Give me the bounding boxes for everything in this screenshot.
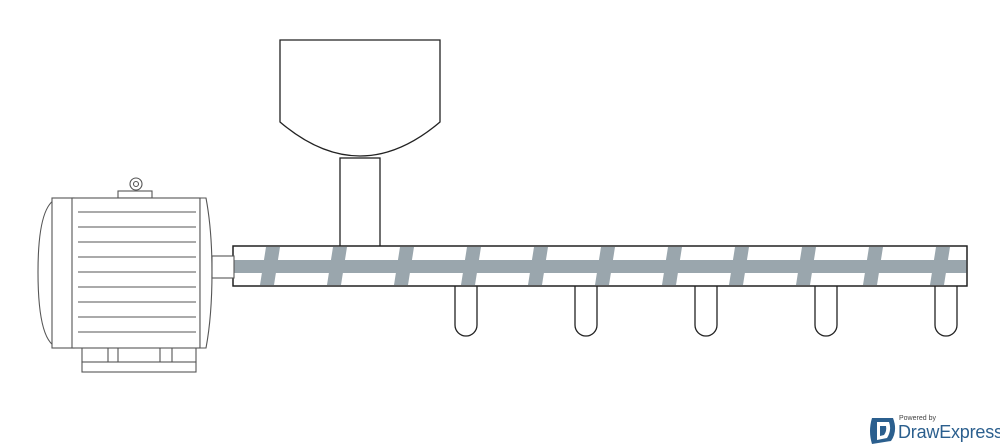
screw-flight (863, 247, 883, 285)
screw-flight (260, 247, 280, 285)
screw-conveyor (232, 245, 968, 287)
screw-flight (327, 247, 347, 285)
discharge-outlet (454, 280, 478, 337)
motor-body (71, 197, 201, 349)
motor-shaft (211, 255, 235, 279)
discharge-outlet (934, 280, 958, 337)
screw-flight (528, 247, 548, 285)
discharge-outlet (694, 280, 718, 337)
hopper (279, 39, 441, 249)
screw-flight (796, 247, 816, 285)
hopper-chute (339, 157, 381, 249)
brand-text: DrawExpress (898, 422, 1000, 442)
discharge-outlet (814, 280, 838, 337)
screw-flight (729, 247, 749, 285)
screw-flight (394, 247, 414, 285)
screw-flight (461, 247, 481, 285)
screw-flight (662, 247, 682, 285)
watermark: Powered by DrawExpress (870, 414, 1000, 446)
screw-flight (595, 247, 615, 285)
motor-cooling-fins (78, 211, 196, 333)
powered-by-text: Powered by (899, 415, 936, 422)
discharge-outlets (454, 280, 958, 337)
discharge-outlet (574, 280, 598, 337)
screw-flights (260, 247, 950, 285)
screw-flight (930, 247, 950, 285)
hopper-bin (279, 39, 441, 157)
drawexpress-logo-icon (870, 418, 896, 444)
motor (37, 177, 235, 373)
